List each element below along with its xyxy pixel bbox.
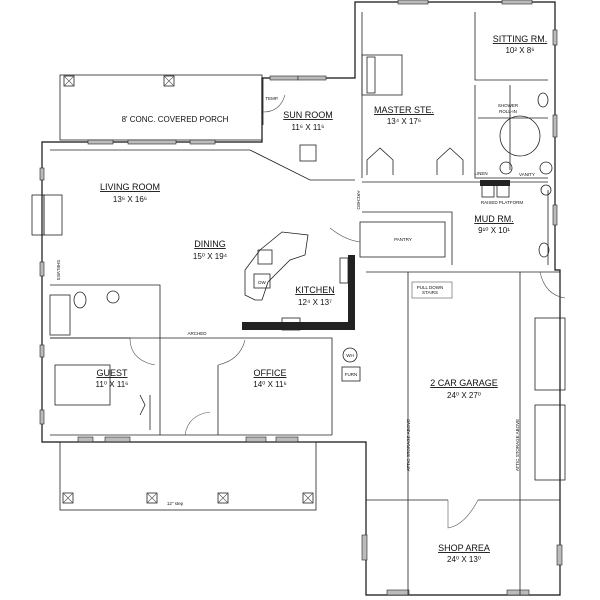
garage-door — [534, 317, 566, 391]
toilet-icon — [73, 291, 87, 309]
porch-post-icon — [62, 492, 314, 504]
door-swing-icon — [262, 94, 286, 113]
sun-room-wall — [249, 149, 355, 181]
bed-icon — [54, 364, 111, 406]
garage-walls — [366, 271, 560, 595]
office-label: OFFICE — [254, 368, 287, 378]
living-room-label: LIVING ROOM — [100, 182, 160, 192]
linen-note: LINEN — [474, 171, 487, 176]
furn-note: FURN — [345, 372, 358, 377]
roll-in-shower-area — [499, 115, 541, 157]
range-icon — [281, 317, 301, 331]
washer-dryer — [480, 180, 510, 186]
shop-area-label: SHOP AREA — [438, 543, 490, 553]
sun-room-dims: 11⁶ X 11⁶ — [292, 123, 325, 132]
sitting-rm-dims: 10² X 8⁶ — [505, 46, 534, 55]
temp-note: TEMP. — [265, 96, 278, 101]
dining-dims: 15⁰ X 19⁴ — [193, 252, 228, 261]
arched-note: ARCHED — [187, 331, 207, 336]
furnace-icon — [341, 366, 361, 382]
bottom-porch — [59, 441, 317, 511]
porch-label: 8' CONC. COVERED PORCH — [122, 115, 229, 124]
shower-note: SHOWER — [498, 103, 519, 108]
step-note: 12" step — [167, 501, 184, 506]
pantry — [359, 221, 446, 258]
kitchen-label: KITCHEN — [295, 285, 335, 295]
master-ste-dims: 13⁴ X 17⁶ — [387, 117, 421, 126]
pull-down-note: PULL DOWN — [417, 285, 444, 290]
kitchen-counter — [242, 255, 355, 330]
bed-icon — [361, 54, 403, 96]
sink-icon — [257, 249, 273, 265]
guest-dims: 11⁰ X 11⁶ — [96, 380, 129, 389]
stairs-note: STAIRS — [422, 290, 438, 295]
refrigerator — [339, 257, 349, 284]
shelves-note: SHELVES — [56, 260, 61, 280]
sink-icon — [106, 290, 120, 304]
interior-walls — [50, 337, 333, 436]
toilet-icon — [537, 92, 549, 108]
raised-platform-note: RAISED PLATFORM — [481, 200, 523, 205]
water-heater-icon — [342, 347, 358, 363]
closet-door-icon — [366, 147, 464, 175]
attic-note: ATTIC STORAGE ABOVE — [406, 419, 411, 471]
mud-rm-label: MUD RM. — [474, 214, 514, 224]
sink-icon — [499, 161, 513, 175]
kitchen-dims: 12⁴ X 13⁷ — [298, 298, 332, 307]
living-room-dims: 13⁶ X 16⁶ — [113, 195, 147, 204]
vanity-note: VANITY — [519, 172, 535, 177]
sitting-rm-label: SITTING RM. — [493, 34, 548, 44]
exterior-wall — [41, 1, 561, 596]
garage-dims: 24⁰ X 27⁰ — [447, 391, 481, 400]
top-porch — [59, 74, 263, 141]
roll-in-note: ROLL-IN — [499, 109, 517, 114]
dw-note: DW — [258, 280, 266, 285]
office-dims: 14⁰ X 11⁶ — [253, 380, 286, 389]
shop-area-dims: 24⁰ X 13⁰ — [447, 555, 481, 564]
garage-label: 2 CAR GARAGE — [430, 378, 498, 388]
window-icon — [39, 0, 563, 596]
stove-icon — [299, 144, 317, 162]
attic-note: ATTIC STORAGE ABOVE — [515, 419, 520, 471]
arched-note: ARCHED — [356, 190, 361, 210]
mud-rm-dims: 9¹⁰ X 10¹ — [478, 226, 510, 235]
pull-down-stairs — [411, 281, 453, 299]
master-ste-label: MASTER STE. — [374, 105, 434, 115]
dining-label: DINING — [194, 239, 226, 249]
pantry-note: PANTRY — [394, 237, 412, 242]
bathtub-icon — [49, 294, 71, 336]
guest-label: GUEST — [96, 368, 128, 378]
porch-post-icon — [63, 75, 175, 87]
kitchen-island — [244, 231, 309, 301]
wh-note: WH — [346, 353, 354, 358]
dishwasher-icon — [253, 273, 271, 289]
sun-room-label: SUN ROOM — [283, 110, 333, 120]
